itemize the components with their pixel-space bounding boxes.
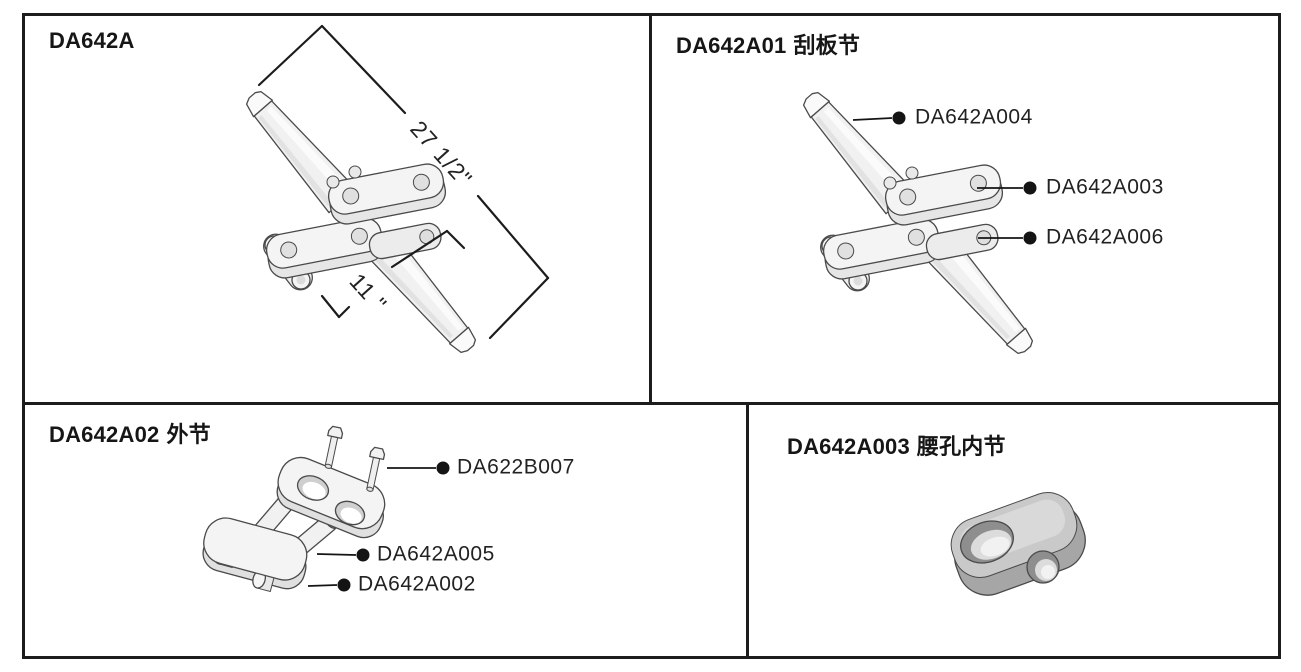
scraper-assembly-drawing [237,83,485,361]
part-name-cn: 腰孔内节 [916,434,1006,459]
callout-label: DA642A002 [358,573,476,596]
callout-da642a005: DA642A005 [316,543,495,566]
outer-link-drawing: DA622B007 DA642A005 DA642A002 [202,425,575,596]
part-code: DA642A01 [676,33,787,58]
panel-assembly: DA642A [25,16,649,402]
divider-horizontal [25,402,1278,405]
part-code: DA642A003 [787,434,910,459]
inner-link-block [950,492,1086,596]
callout-label: DA642A003 [1046,176,1164,199]
callout-label: DA642A006 [1046,226,1164,249]
callout-label: DA642A004 [915,106,1033,129]
scraper-section-drawing: DA642A004 DA642A003 DA642A006 [794,84,1164,362]
large-hole [960,520,1014,564]
part-code: DA642A02 [49,422,160,447]
part-code: DA642A [49,28,135,53]
catalog-grid: DA642A [22,13,1281,659]
callout-label: DA642A005 [377,543,495,566]
callout-da642a006: DA642A006 [978,226,1164,249]
part-name-cn: 外节 [166,422,211,447]
callout-label: DA622B007 [457,456,575,479]
bolt-drawing [324,425,386,492]
callout-da642a003: DA642A003 [977,176,1164,199]
inner-link-drawing [950,492,1086,596]
callout-da642a004: DA642A004 [852,106,1033,129]
part-name-cn: 刮板节 [793,33,861,58]
divider-vertical-top [649,16,652,405]
callout-da642a002: DA642A002 [307,573,476,596]
link-plate-drawing [276,456,386,539]
panel-assembly-title: DA642A [49,28,142,54]
assembly-drawing: 27 1/2" 11 " [237,24,550,361]
small-hole [1026,550,1060,584]
divider-vertical-bottom [746,405,749,656]
callout-da622b007: DA622B007 [387,456,575,479]
